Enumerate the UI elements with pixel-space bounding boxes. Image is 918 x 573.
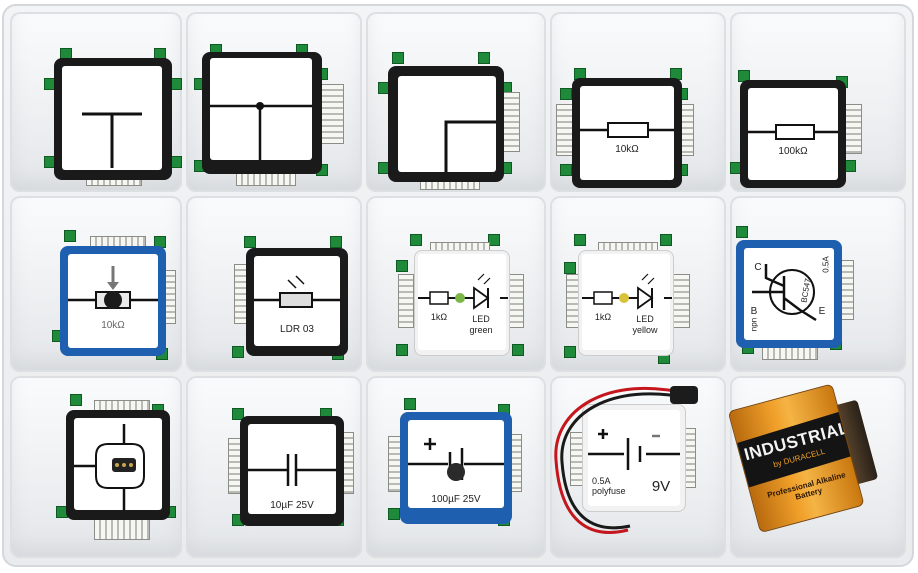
fuse-current-label: 0.5A (592, 476, 611, 486)
led-type-label: LED (636, 314, 654, 324)
led-color-label: green (469, 325, 493, 335)
cross-junction-block (194, 44, 356, 190)
switch-block (56, 394, 180, 554)
led-green-block: 1kΩ LED green (396, 234, 526, 370)
led-type-label: LED (472, 314, 490, 324)
led-color-label: yellow (632, 325, 658, 335)
led-resistor-label: 1kΩ (430, 312, 448, 322)
potentiometer-block: 10kΩ (52, 230, 180, 370)
transistor-current-label: 0.5A (821, 256, 831, 273)
capacitor-value-label: 10µF 25V (270, 500, 314, 511)
fuse-type-label: polyfuse (592, 486, 626, 496)
electrolytic-capacitor-block: 100µF 25V (388, 398, 528, 538)
resistor-100k-block: 100kΩ (730, 70, 862, 190)
transistor-pin-b: B (750, 306, 758, 317)
transistor-type-label: npn (749, 317, 759, 332)
t-junction-block (44, 48, 182, 188)
led-yellow-block: 1kΩ LED yellow (564, 234, 694, 370)
potentiometer-value-label: 10kΩ (101, 320, 125, 331)
capacitor-block: 10µF 25V (228, 408, 360, 534)
voltage-label: 9V (651, 478, 671, 495)
battery-snap-connector (670, 386, 698, 404)
transistor-block: C BC547 B E npn 0.5A (734, 226, 858, 366)
resistor-10k-block: 10kΩ (556, 68, 694, 192)
battery-holder-block: 0.5A polyfuse 9V (570, 398, 698, 512)
resistor-value-label: 10kΩ (615, 144, 639, 155)
corner-block (378, 52, 530, 192)
ldr-label: LDR 03 (280, 324, 314, 335)
battery-wire (554, 386, 689, 534)
transistor-pin-c: C (754, 262, 762, 273)
led-resistor-label: 1kΩ (594, 312, 612, 322)
electrolytic-value-label: 100µF 25V (431, 494, 481, 505)
ldr-block: LDR 03 (232, 236, 358, 366)
transistor-pin-e: E (818, 306, 826, 317)
resistor-value-label: 100kΩ (778, 146, 808, 157)
